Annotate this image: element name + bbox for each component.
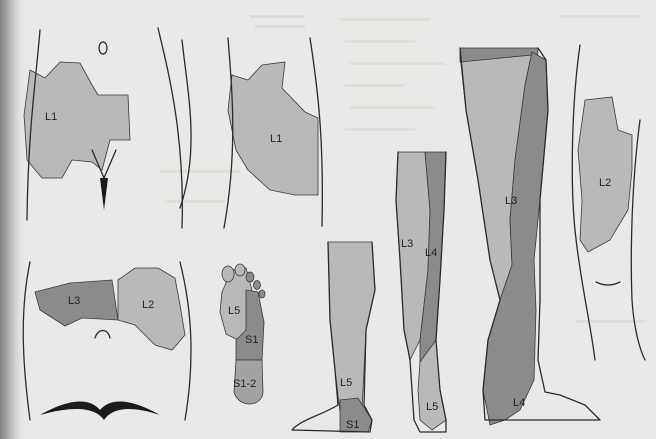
- label-l5-anterior-foot: L5: [426, 401, 438, 413]
- label-l3-buttock: L3: [68, 295, 80, 307]
- label-s1-2-heel: S1-2: [233, 378, 256, 390]
- label-l1-lateral: L1: [270, 133, 282, 145]
- label-l4-anterior-leg: L4: [425, 247, 437, 259]
- label-l4-medial-leg: L4: [513, 397, 525, 409]
- label-l2-buttock: L2: [142, 299, 154, 311]
- label-l1-anterior: L1: [45, 111, 57, 123]
- label-s1-lateral-foot: S1: [346, 419, 359, 431]
- gutter-shadow: [0, 0, 26, 439]
- label-l5-sole: L5: [228, 305, 240, 317]
- label-l5-lateral-leg: L5: [340, 377, 352, 389]
- label-l3-anterior-leg: L3: [401, 238, 413, 250]
- label-s1-sole: S1: [245, 334, 258, 346]
- label-l3-medial-leg: L3: [505, 195, 517, 207]
- label-l2-knee: L2: [599, 177, 611, 189]
